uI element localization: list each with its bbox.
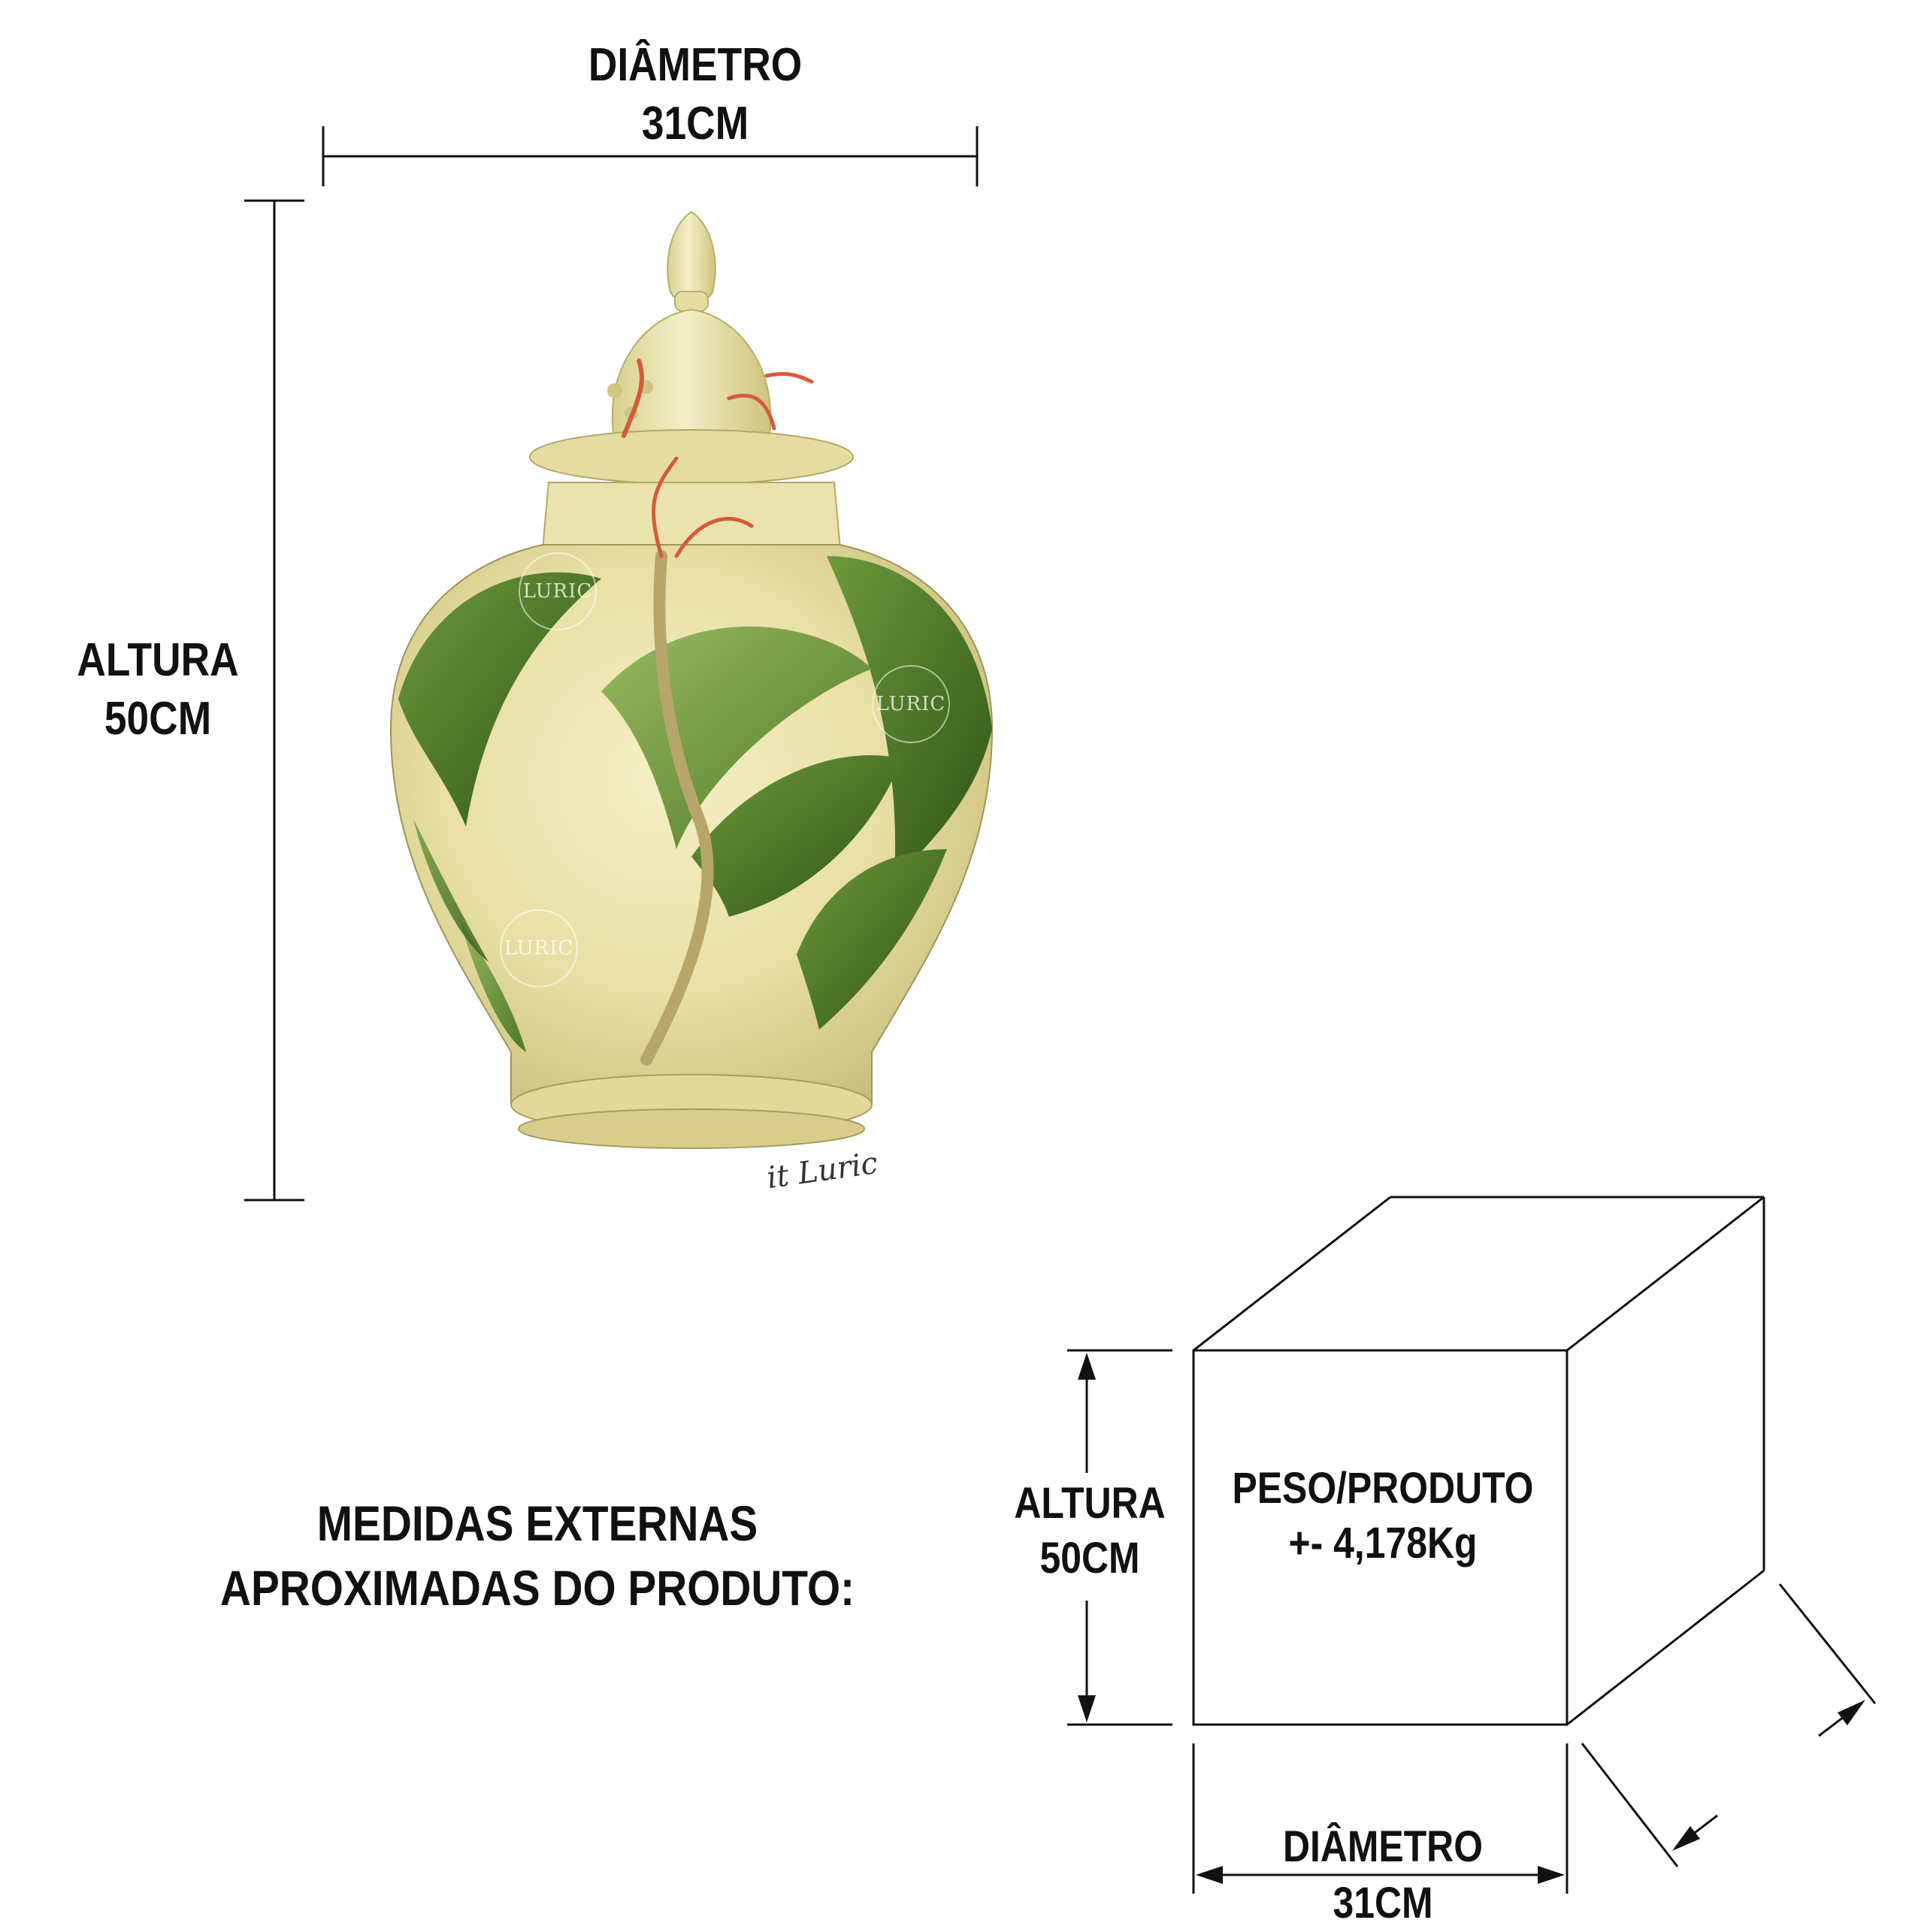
box-width-dimension xyxy=(1192,1743,1569,1894)
top-diameter-line xyxy=(322,126,979,186)
dimensions-caption: MEDIDAS EXTERNAS APROXIMADAS DO PRODUTO: xyxy=(204,1492,870,1621)
caption-line1: MEDIDAS EXTERNAS xyxy=(316,1495,758,1551)
left-height-label: ALTURA 50CM xyxy=(61,631,255,748)
box-height-label: ALTURA 50CM xyxy=(1006,1477,1174,1586)
watermark-logo: LURIC xyxy=(500,909,578,987)
watermark-logo: LURIC xyxy=(519,552,597,630)
box-outline xyxy=(1192,1196,1765,1726)
box-diameter-title: DIÂMETRO xyxy=(1282,1822,1484,1871)
box-height-dimension xyxy=(1067,1349,1172,1726)
watermark-logo: LURIC xyxy=(872,665,950,743)
top-diameter-label: DIÂMETRO 31CM xyxy=(550,36,841,153)
left-height-value: 50CM xyxy=(104,692,212,745)
box-depth-dimension xyxy=(1581,1583,1877,1867)
vase-finial xyxy=(667,210,716,312)
caption-line2: APROXIMADAS DO PRODUTO: xyxy=(219,1559,855,1616)
box-height-title: ALTURA xyxy=(1014,1479,1166,1528)
box-weight-label: PESO/PRODUTO +- 4,178Kg xyxy=(1228,1462,1538,1571)
vase-body xyxy=(389,456,994,1149)
box-diameter-value: 31CM xyxy=(1333,1879,1433,1928)
top-diameter-title: DIÂMETRO xyxy=(588,39,803,91)
left-height-line xyxy=(244,199,304,1202)
weight-title: PESO/PRODUTO xyxy=(1232,1464,1534,1513)
box-height-value: 50CM xyxy=(1039,1533,1140,1583)
top-diameter-value: 31CM xyxy=(641,97,749,150)
vase-lid xyxy=(529,308,854,485)
box-diameter-label: DIÂMETRO 31CM xyxy=(1254,1819,1512,1932)
left-height-title: ALTURA xyxy=(77,634,239,686)
weight-value: +- 4,178Kg xyxy=(1288,1518,1478,1568)
